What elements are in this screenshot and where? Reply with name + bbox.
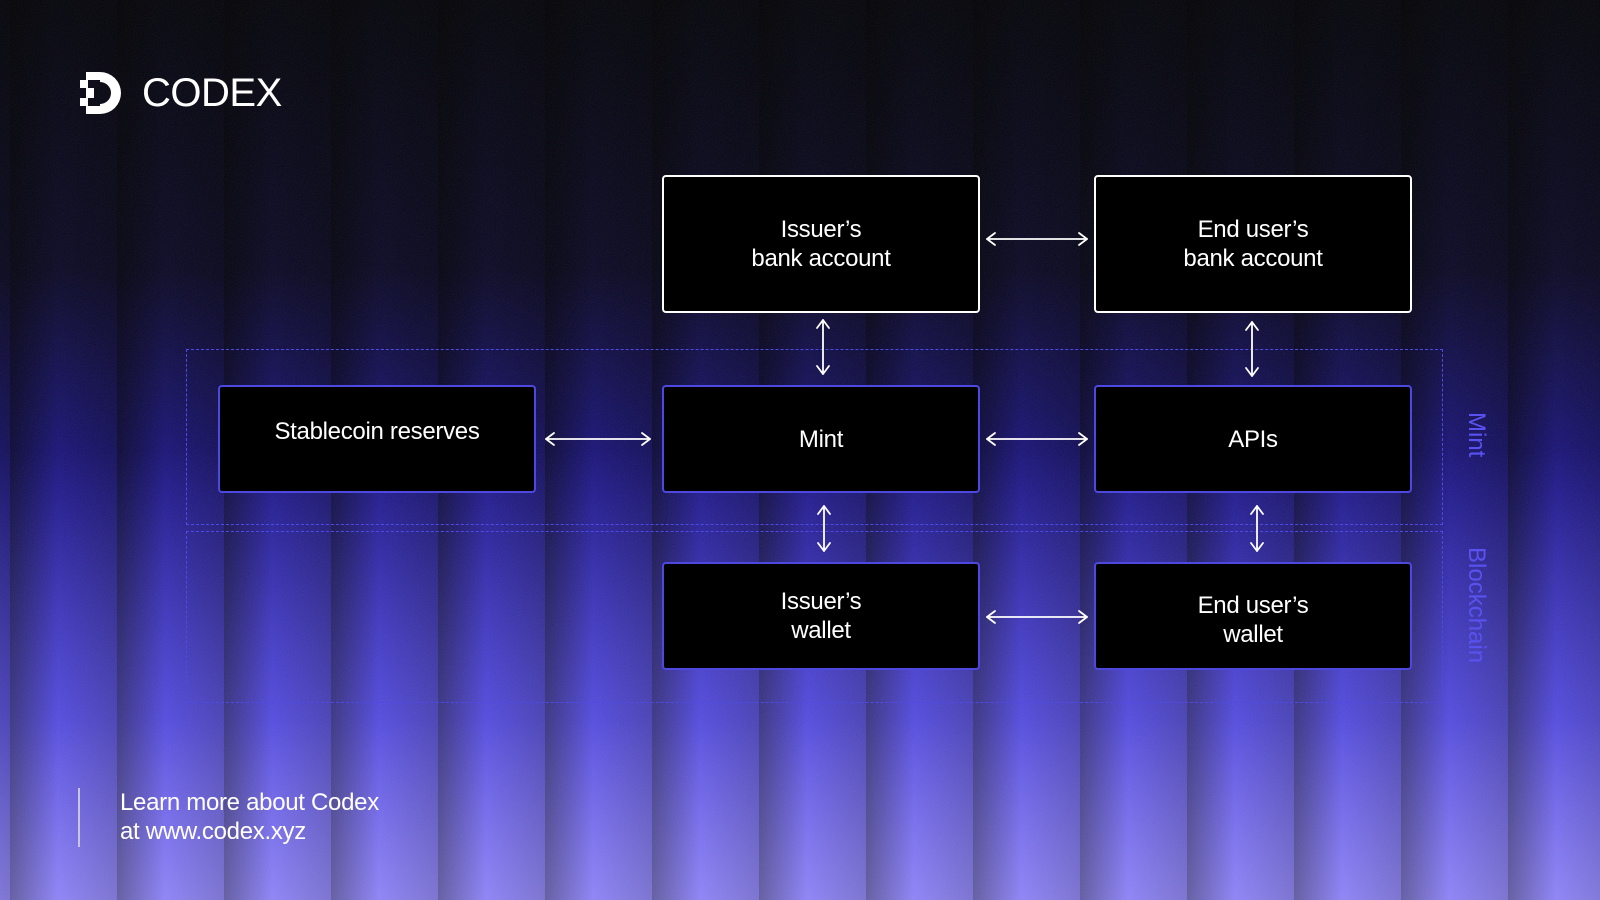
footer-cta: Learn more about Codex at www.codex.xyz xyxy=(120,788,379,846)
brand-name: CODEX xyxy=(142,71,282,115)
arrow-end-user-bank-to-apis xyxy=(1245,321,1259,377)
arrow-issuer-bank-to-end-user-bank xyxy=(986,232,1088,246)
codex-logo-icon xyxy=(80,72,121,114)
node-label: APIs xyxy=(1228,425,1278,453)
mint-node: Mint xyxy=(662,385,980,493)
node-label-line: Issuer’s xyxy=(780,216,862,243)
node-label-line: Issuer’s xyxy=(780,588,862,615)
brand-logo: CODEX xyxy=(78,68,282,118)
arrow-issuer-wallet-to-end-user-wallet xyxy=(986,610,1088,624)
node-label-line: bank account xyxy=(1183,245,1323,272)
arrow-mint-to-apis xyxy=(986,432,1088,446)
arrow-reserves-to-mint xyxy=(545,432,651,446)
footer-line-2: at www.codex.xyz xyxy=(120,818,306,845)
footer-divider xyxy=(78,788,80,847)
node-label-line: wallet xyxy=(791,617,851,644)
arrow-issuer-bank-to-mint xyxy=(816,319,830,375)
blockchain-zone-label: Blockchain xyxy=(1463,547,1490,664)
blockchain-zone xyxy=(186,531,1443,703)
arrow-mint-to-issuer-wallet xyxy=(817,505,831,552)
node-label-line: wallet xyxy=(1223,621,1283,648)
node-label-line: End user’s xyxy=(1197,216,1309,243)
apis-node: APIs xyxy=(1094,385,1412,493)
footer-line-1: Learn more about Codex xyxy=(120,789,379,816)
node-label: Mint xyxy=(798,425,844,453)
stablecoin-reserves-node: Stablecoin reserves xyxy=(218,385,536,493)
arrow-apis-to-end-user-wallet xyxy=(1250,505,1264,552)
node-label-line: bank account xyxy=(751,245,891,272)
node-label-line: End user’s xyxy=(1197,592,1309,619)
mint-zone-label: Mint xyxy=(1463,412,1490,458)
mint-zone xyxy=(186,349,1443,525)
node-label: Stablecoin reserves xyxy=(274,418,480,445)
